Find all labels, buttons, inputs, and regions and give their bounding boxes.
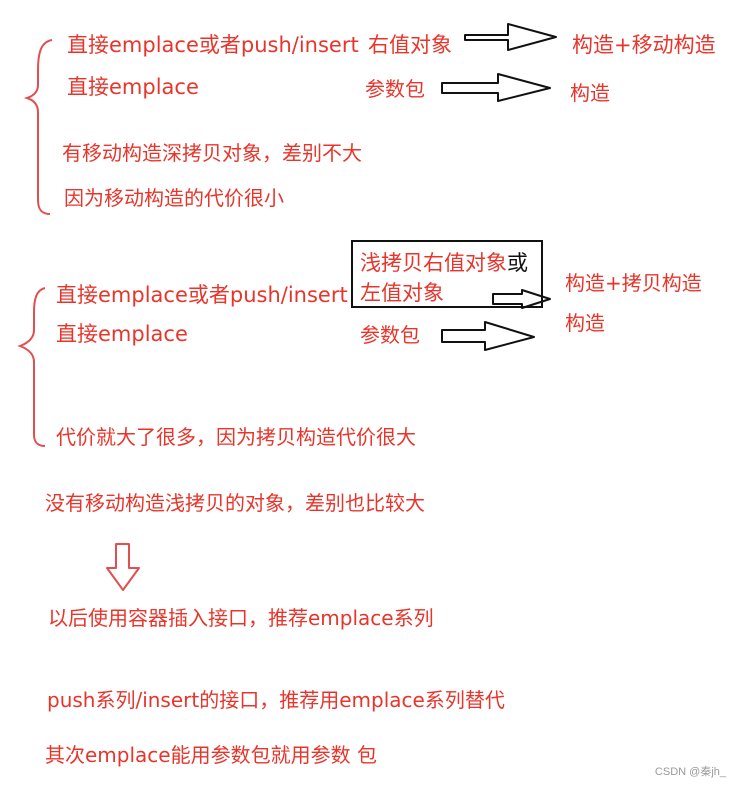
arrow-param-pack-1 <box>441 73 551 102</box>
s2-row1-right-line2: 构造 <box>565 311 605 335</box>
summary-line4: 其次emplace能用参数包就用参数 包 <box>45 743 377 767</box>
s1-row2-left: 直接emplace <box>67 75 199 99</box>
arrow-param-pack-2 <box>441 321 535 351</box>
shallow-copy-box <box>351 240 543 308</box>
s2-box-line2: 左值对象 <box>360 281 444 305</box>
s1-note2: 因为移动构造的代价很小 <box>64 186 284 210</box>
s2-row2-left: 直接emplace <box>56 322 188 346</box>
s2-note: 代价就大了很多，因为拷贝构造代价很大 <box>56 425 416 449</box>
watermark: CSDN @秦jh_ <box>654 766 726 778</box>
s1-row2-right: 构造 <box>570 81 610 105</box>
summary-line3: push系列/insert的接口，推荐用emplace系列替代 <box>47 688 505 712</box>
down-arrow <box>106 543 140 591</box>
brace-top <box>23 39 53 215</box>
s2-box-line1: 浅拷贝右值对象或 <box>360 253 528 274</box>
s1-row1-right: 构造+移动构造 <box>572 33 716 57</box>
s1-note1: 有移动构造深拷贝对象，差别不大 <box>62 141 362 165</box>
s1-row1-mid: 右值对象 <box>368 33 452 57</box>
s2-box-line1-part2: 或 <box>507 251 528 275</box>
s1-row2-mid: 参数包 <box>365 77 425 101</box>
summary-line1: 没有移动构造浅拷贝的对象，差别也比较大 <box>45 491 425 515</box>
summary-line2: 以后使用容器插入接口，推荐emplace系列 <box>48 606 434 630</box>
arrow-lvalue <box>492 289 551 309</box>
s2-row1-right-line1: 构造+拷贝构造 <box>565 271 702 295</box>
s2-row2-mid: 参数包 <box>360 323 420 347</box>
s1-row1-left: 直接emplace或者push/insert <box>67 33 359 57</box>
brace-bottom <box>17 287 46 447</box>
s2-row1-left: 直接emplace或者push/insert <box>56 283 348 307</box>
arrow-rvalue <box>464 23 557 51</box>
s2-box-line1-part1: 浅拷贝右值对象 <box>360 251 507 275</box>
